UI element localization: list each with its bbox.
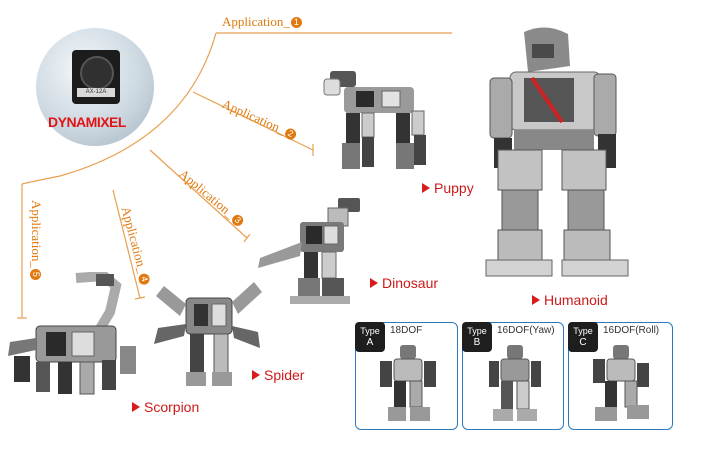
scorpion-robot-image — [8, 272, 136, 395]
puppy-robot-image — [323, 71, 426, 169]
servo-motor-image: AX-12A — [72, 50, 120, 104]
red-triangle-icon — [132, 402, 140, 412]
application-label-5: Application_5 — [28, 200, 44, 280]
type-a-robot-image — [380, 345, 436, 421]
servo-horn — [80, 56, 114, 90]
spider-caption: Spider — [252, 367, 304, 383]
spider-robot-image — [154, 282, 262, 386]
red-triangle-icon — [252, 370, 260, 380]
type-b-dof: 16DOF(Yaw) — [497, 325, 555, 336]
type-c-dof: 16DOF(Roll) — [603, 325, 660, 336]
scorpion-caption: Scorpion — [132, 399, 199, 415]
humanoid-robot-image — [485, 27, 629, 277]
red-triangle-icon — [532, 295, 540, 305]
dinosaur-caption: Dinosaur — [370, 275, 438, 291]
dinosaur-robot-image — [258, 198, 360, 304]
type-c-robot-image — [593, 345, 649, 421]
type-b-robot-image — [489, 345, 541, 421]
type-a-dof: 18DOF — [390, 325, 423, 336]
puppy-caption: Puppy — [422, 180, 474, 196]
humanoid-caption: Humanoid — [532, 292, 608, 308]
red-triangle-icon — [370, 278, 378, 288]
servo-label: AX-12A — [77, 88, 115, 97]
application-label-1: Application_1 — [222, 14, 302, 30]
red-triangle-icon — [422, 183, 430, 193]
dynamixel-logo: AX-12A DYNAMIXEL — [36, 28, 154, 146]
brand-name: DYNAMIXEL — [48, 114, 126, 130]
